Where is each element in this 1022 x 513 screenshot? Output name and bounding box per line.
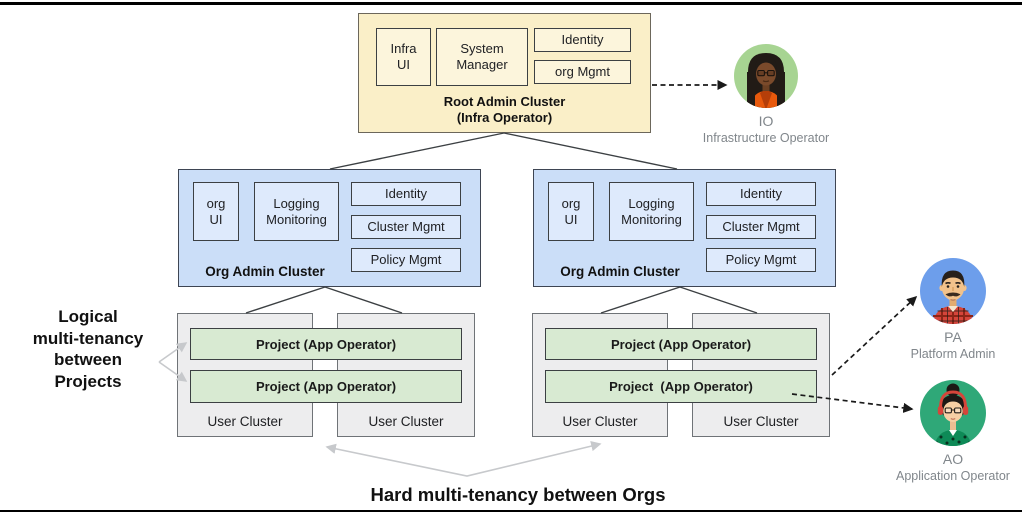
root-cluster-title-line2: (Infra Operator) (456, 110, 553, 125)
persona-ao: AO Application Operator (871, 380, 1022, 483)
connector-orgright-to-uc1 (600, 286, 681, 314)
user-cluster-group-right: User Cluster User Cluster Project (App O… (532, 313, 832, 437)
module-cluster-mgmt: Cluster Mgmt (706, 215, 816, 239)
user-cluster-label: User Cluster (207, 414, 283, 429)
connector-orgleft-to-uc1 (245, 286, 326, 314)
persona-role: Application Operator (896, 469, 1010, 483)
project-bar: Project (App Operator) (545, 328, 817, 360)
org-cluster-title: Org Admin Cluster (205, 264, 325, 279)
module-org-ui: org UI (548, 182, 594, 241)
module-logging-monitoring: Logging Monitoring (609, 182, 694, 241)
project-bar: Project (App Operator) (190, 370, 462, 403)
project-bar: Project (App Operator) (545, 370, 817, 403)
org-admin-cluster-left-box: org UI Logging Monitoring Identity Clust… (178, 169, 481, 287)
arrow-hard-multitenancy (325, 441, 602, 477)
module-identity-root: Identity (534, 28, 631, 52)
root-cluster-title-line1: Root Admin Cluster (443, 94, 566, 109)
root-admin-cluster-box: Infra UI System Manager Identity org Mgm… (358, 13, 651, 133)
persona-role: Infrastructure Operator (702, 131, 830, 145)
org-cluster-title: Org Admin Cluster (560, 264, 680, 279)
module-policy-mgmt: Policy Mgmt (351, 248, 461, 272)
persona-pa: PA Platform Admin (871, 258, 1022, 361)
avatar-pa-icon (920, 258, 986, 324)
user-cluster-label: User Cluster (368, 414, 444, 429)
module-system-manager: System Manager (436, 28, 528, 86)
persona-name: AO (942, 451, 964, 467)
persona-io: IO Infrastructure Operator (684, 44, 848, 145)
avatar-ao-icon (920, 380, 986, 446)
module-infra-ui: Infra UI (376, 28, 431, 86)
user-cluster-label: User Cluster (562, 414, 638, 429)
module-identity: Identity (351, 182, 461, 206)
frame-top-border (0, 2, 1022, 5)
frame-bottom-border (0, 509, 1022, 512)
module-org-ui: org UI (193, 182, 239, 241)
module-cluster-mgmt: Cluster Mgmt (351, 215, 461, 239)
persona-role: Platform Admin (910, 347, 996, 361)
project-bar: Project (App Operator) (190, 328, 462, 360)
user-cluster-group-left: User Cluster User Cluster Project (App O… (177, 313, 477, 437)
connector-orgright-to-uc2 (679, 286, 758, 314)
connector-root-to-org-right (503, 132, 678, 170)
module-policy-mgmt: Policy Mgmt (706, 248, 816, 272)
connector-root-to-org-left (329, 132, 505, 170)
persona-name: IO (758, 113, 774, 129)
org-admin-cluster-right-box: org UI Logging Monitoring Identity Clust… (533, 169, 836, 287)
module-identity: Identity (706, 182, 816, 206)
avatar-io-icon (734, 44, 798, 108)
connector-orgleft-to-uc2 (324, 286, 403, 314)
module-logging-monitoring: Logging Monitoring (254, 182, 339, 241)
user-cluster-label: User Cluster (723, 414, 799, 429)
hard-multitenancy-note: Hard multi-tenancy between Orgs (370, 484, 666, 505)
module-org-mgmt: org Mgmt (534, 60, 631, 84)
persona-name: PA (944, 329, 962, 345)
logical-multitenancy-note: Logical multi-tenancy between Projects (32, 307, 144, 391)
root-cluster-title: Root Admin Cluster (Infra Operator) (359, 94, 650, 126)
